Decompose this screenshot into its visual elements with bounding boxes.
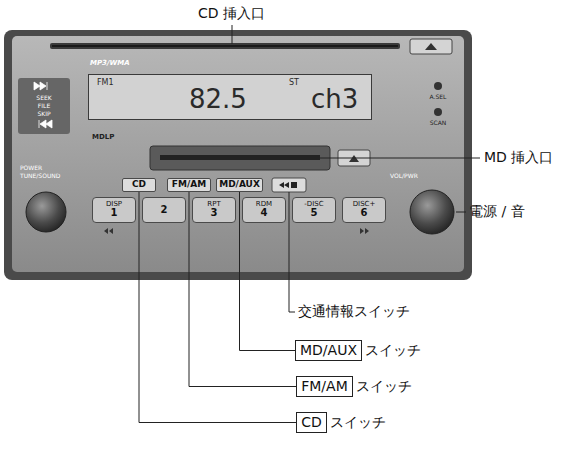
callout-label: スイッチ bbox=[356, 379, 412, 394]
button-label: 4 bbox=[261, 208, 268, 219]
logo-text: MDLP bbox=[92, 134, 114, 142]
panel-label: VOL/PWR bbox=[390, 173, 418, 180]
display-text: FM1 bbox=[97, 79, 114, 87]
seek-panel bbox=[18, 78, 70, 134]
cd-eject-button bbox=[410, 39, 452, 54]
callout-label: CD 挿入口 bbox=[198, 6, 265, 21]
button-label: RPT bbox=[207, 201, 220, 208]
unit-face bbox=[12, 36, 464, 272]
asel-button bbox=[434, 82, 442, 90]
button-label: 2 bbox=[161, 205, 168, 216]
panel-label: SKIP bbox=[37, 111, 50, 118]
switch-name: MD/AUX bbox=[300, 343, 357, 358]
callout-label: MD 挿入口 bbox=[484, 150, 553, 165]
panel-label: POWER bbox=[20, 165, 42, 172]
leader-lines bbox=[232, 25, 480, 312]
preset-button: -DISC5 bbox=[292, 197, 336, 223]
button-label: 1 bbox=[111, 208, 118, 219]
format-badge: MP3/WMA bbox=[90, 60, 130, 68]
button-label: 6 bbox=[361, 208, 368, 219]
preset-marks bbox=[104, 228, 369, 234]
button-label: 3 bbox=[211, 208, 218, 219]
panel-label: TUNE/SOUND bbox=[20, 173, 60, 180]
power-tune-knob bbox=[26, 192, 66, 232]
preset-button: DISP1 bbox=[92, 197, 136, 223]
cd-slot bbox=[50, 43, 400, 49]
button-label: FM/AM bbox=[172, 180, 206, 189]
leader-line bbox=[139, 192, 296, 423]
callout-label: 交通情報スイッチ bbox=[298, 304, 410, 319]
panel-label: SCAN bbox=[430, 120, 447, 127]
callout-label: 電源 / 音 bbox=[469, 204, 525, 219]
button-label: DISC+ bbox=[353, 201, 376, 208]
preset-button: RPT3 bbox=[192, 197, 236, 223]
preset-button: RDM4 bbox=[242, 197, 286, 223]
panel-label: A.SEL bbox=[430, 94, 447, 101]
button-label: DISP bbox=[106, 201, 122, 208]
boxed-switch-name: FM/AM bbox=[296, 376, 353, 397]
skip-forward-icon bbox=[34, 82, 47, 90]
boxed-switch-name: MD/AUX bbox=[295, 340, 362, 361]
skip-back-icon bbox=[39, 120, 52, 128]
button-label: 5 bbox=[311, 208, 318, 219]
display-text: 82.5 bbox=[189, 86, 247, 112]
lcd-display: FM1 82.5 ST ch3 bbox=[88, 74, 372, 120]
preset-button: DISC+6 bbox=[342, 197, 386, 223]
preset-button: 2 bbox=[142, 197, 186, 223]
callout-label: スイッチ bbox=[330, 415, 386, 430]
display-text: ch3 bbox=[311, 86, 358, 112]
button-label: CD bbox=[132, 180, 146, 189]
button-label: MD/AUX bbox=[219, 180, 260, 189]
callout-label: スイッチ bbox=[365, 343, 421, 358]
leader-line bbox=[240, 192, 296, 351]
panel-label: SEEK bbox=[36, 95, 51, 102]
switch-name: CD bbox=[301, 415, 322, 430]
source-button: FM/AM bbox=[167, 178, 211, 192]
panel-label: FILE bbox=[38, 103, 50, 110]
scan-button bbox=[434, 108, 442, 116]
traffic-info-button bbox=[272, 178, 306, 192]
boxed-switch-name: CD bbox=[296, 412, 327, 433]
leader-line bbox=[189, 192, 296, 387]
source-button: MD/AUX bbox=[216, 178, 263, 192]
button-label: -DISC bbox=[304, 201, 323, 208]
display-text: ST bbox=[289, 79, 299, 87]
button-label: RDM bbox=[256, 201, 272, 208]
source-button: CD bbox=[122, 178, 156, 192]
volume-power-knob bbox=[410, 190, 454, 234]
switch-name: FM/AM bbox=[301, 379, 348, 394]
unit-frame bbox=[4, 30, 472, 280]
